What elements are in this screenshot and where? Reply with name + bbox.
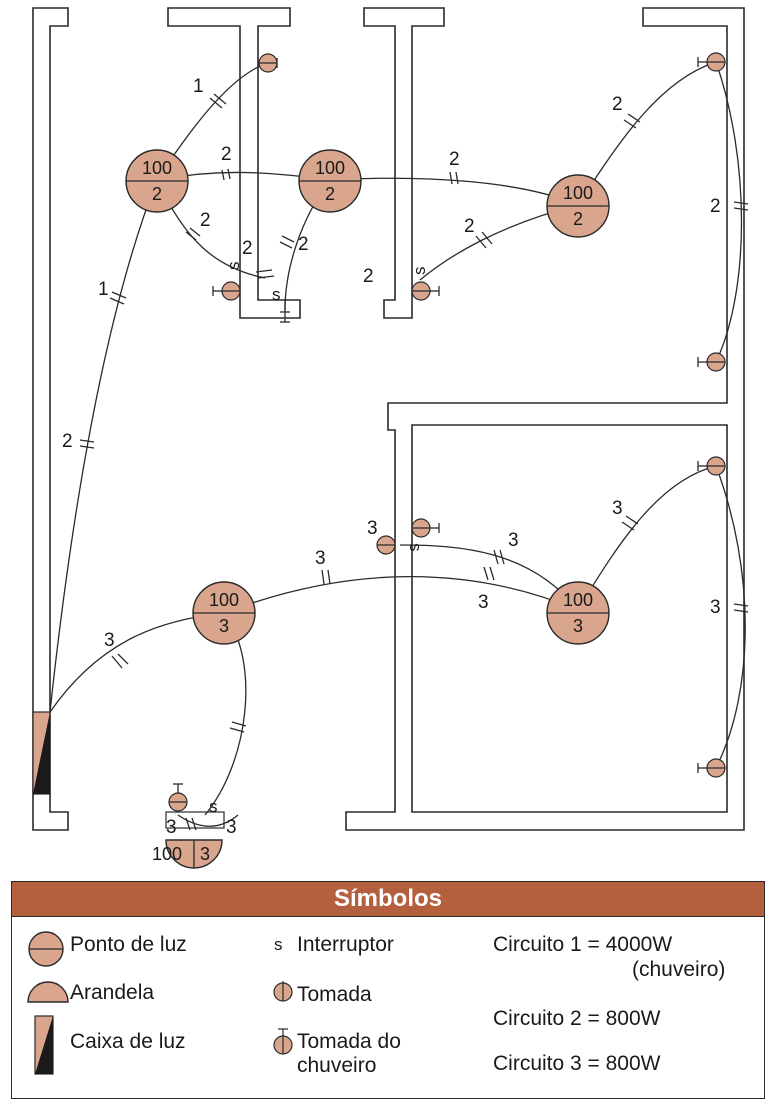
legend-circuit-1-note: (chuveiro) (632, 958, 726, 981)
switch-icon: s (272, 285, 281, 304)
lamp: 100 3 (192, 581, 256, 645)
circuit-label: 2 (200, 210, 211, 231)
wall-lamp-icon (27, 981, 69, 1003)
wire (223, 575, 579, 614)
circuit-label: 2 (221, 144, 232, 165)
circuit-label: 3 (710, 597, 721, 618)
wire (49, 179, 158, 713)
light-box-dark (33, 712, 50, 794)
socket-icon (273, 981, 293, 1002)
svg-text:3: 3 (200, 844, 210, 864)
svg-text:3: 3 (573, 616, 583, 636)
legend-socket: Tomada (297, 983, 372, 1006)
wire (715, 465, 746, 769)
wire (577, 465, 717, 611)
lamp: 100 3 (546, 581, 610, 645)
circuit-label: 2 (242, 238, 253, 259)
legend-shower-socket-line1: Tomada do (297, 1030, 401, 1053)
circuit-label: 3 (367, 518, 378, 539)
circuit-label: 2 (449, 149, 460, 170)
wire (715, 61, 743, 363)
outer-left-wall (32, 7, 69, 831)
socket-icon (258, 53, 278, 73)
sockets (168, 52, 726, 812)
switch-icon: s (209, 797, 218, 816)
wire (177, 814, 239, 827)
circuit-label: 2 (298, 234, 309, 255)
center-wall-top (167, 7, 301, 319)
socket-icon (697, 352, 726, 372)
legend-light-point: Ponto de luz (70, 933, 187, 956)
shower-socket-icon (273, 1028, 293, 1055)
svg-text:100: 100 (152, 844, 182, 864)
legend-shower-socket-line2: chuveiro (297, 1054, 377, 1077)
circuit-label: 3 (508, 530, 519, 551)
circuit-label: 2 (363, 266, 374, 287)
svg-text:100: 100 (142, 158, 172, 178)
socket-icon (697, 456, 726, 476)
switches: s s s s s (209, 262, 429, 817)
switch-icon: s (410, 267, 429, 276)
wire-tick-marks (79, 93, 749, 831)
socket-icon (376, 535, 396, 555)
legend-title: Símbolos (12, 882, 764, 917)
socket-icon (411, 518, 440, 538)
switch-icon: s (274, 935, 283, 954)
socket-icon (697, 52, 726, 72)
wall-lamp: 100 3 (152, 811, 225, 869)
svg-text:2: 2 (573, 209, 583, 229)
light-point-icon (28, 931, 64, 967)
light-box-icon (34, 1015, 54, 1075)
walls (32, 7, 745, 831)
circuit-label: 3 (315, 548, 326, 569)
socket-icon (168, 783, 188, 812)
legend-wall-lamp: Arandela (70, 981, 155, 1004)
circuit-label: 1 (193, 76, 204, 97)
center-right-wall-top (363, 7, 445, 319)
switch-icon: s (406, 543, 425, 552)
svg-text:3: 3 (219, 616, 229, 636)
socket-icon (411, 281, 440, 301)
circuit-label: 1 (98, 279, 109, 300)
svg-text:100: 100 (315, 158, 345, 178)
legend-switch: Interruptor (297, 933, 394, 956)
legend-light-box: Caixa de luz (70, 1030, 186, 1053)
circuit-label: 2 (464, 216, 475, 237)
legend: Símbolos Ponto de luz Arandela Caixa de … (11, 881, 765, 1099)
lamp: 100 2 (298, 149, 362, 213)
circuit-label: 2 (710, 196, 721, 217)
circuit-label: 3 (478, 592, 489, 613)
switch-icon: s (224, 262, 243, 271)
svg-text:100: 100 (563, 183, 593, 203)
shower-socket-icon (280, 300, 290, 323)
socket-icon (212, 281, 241, 301)
circuit-label: 2 (62, 431, 73, 452)
svg-text:100: 100 (563, 590, 593, 610)
floor-plan: 1 1 2 2 2 2 2 2 2 2 2 2 3 3 3 3 3 3 3 3 … (32, 7, 749, 869)
circuit-label: 3 (226, 817, 237, 838)
circuit-label: 2 (612, 94, 623, 115)
socket-icon (697, 758, 726, 778)
lamp: 100 2 (546, 174, 610, 238)
legend-circuit-1: Circuito 1 = 4000W (493, 933, 673, 956)
circuit-label: 3 (612, 498, 623, 519)
circuit-label: 3 (104, 630, 115, 651)
lamp: 100 2 (125, 149, 189, 213)
svg-text:100: 100 (209, 590, 239, 610)
legend-circuit-3: Circuito 3 = 800W (493, 1052, 661, 1075)
wire (329, 177, 579, 206)
svg-text:2: 2 (325, 184, 335, 204)
svg-text:2: 2 (152, 184, 162, 204)
legend-circuit-2: Circuito 2 = 800W (493, 1007, 661, 1030)
